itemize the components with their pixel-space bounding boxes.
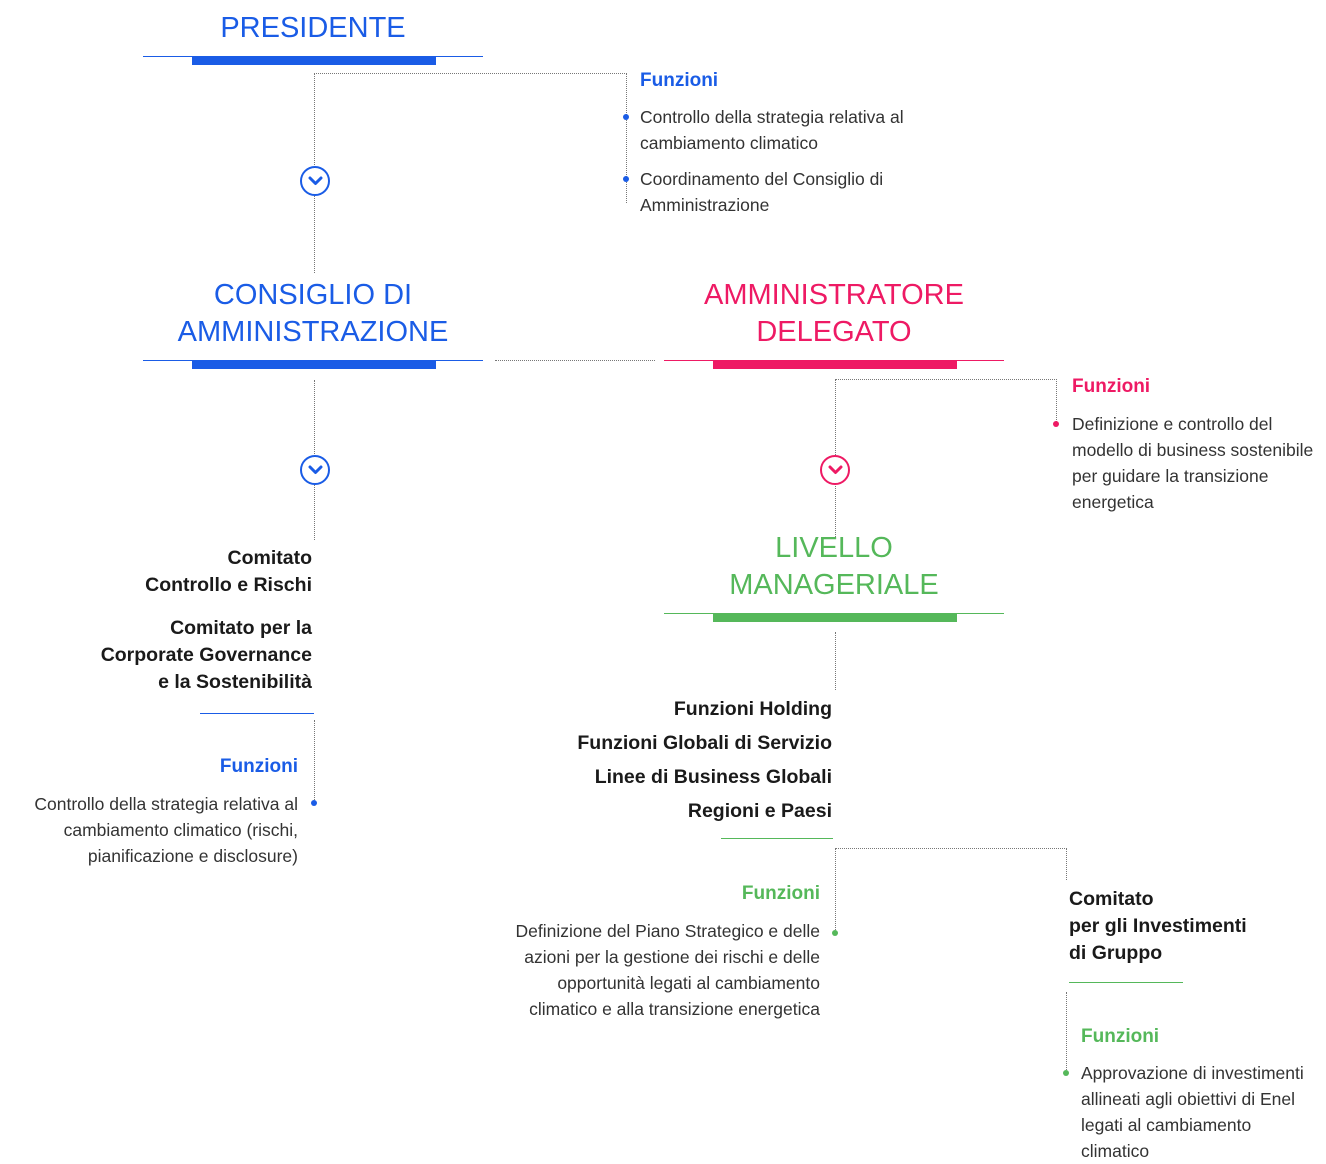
manageriale-title-line2: MANAGERIALE — [729, 569, 939, 601]
unit-funzioni-holding: Funzioni Holding — [673, 698, 832, 720]
connector-presidente-funzioni — [626, 73, 627, 203]
manageriale-title-line1: LIVELLO — [775, 532, 893, 564]
ad-bar — [713, 361, 957, 369]
committee-governance-line1: Comitato per la — [170, 617, 312, 639]
unit-funzioni-globali: Funzioni Globali di Servizio — [577, 732, 832, 754]
ad-funzioni-text: Definizione e controllo del modello di b… — [1072, 414, 1314, 512]
committee-investimenti-line1: Comitato — [1069, 888, 1154, 910]
connector-units-funzioni — [835, 848, 836, 930]
consiglio-rule — [143, 360, 483, 361]
consiglio-title-line2: AMMINISTRAZIONE — [177, 316, 449, 348]
presidente-title: PRESIDENTE — [220, 12, 406, 44]
chevron-down-icon — [300, 455, 330, 485]
ad-title-line2: DELEGATO — [756, 316, 912, 348]
manageriale-rule — [664, 613, 1004, 614]
unit-regioni-paesi: Regioni e Paesi — [687, 800, 832, 822]
committee-investimenti-funzioni-text: Approvazione di investimenti allineati a… — [1081, 1063, 1304, 1161]
presidente-funzione-1: Controllo della strategia relativa al ca… — [640, 107, 904, 153]
connector-ad-funzioni — [1056, 379, 1057, 424]
manageriale-funzioni-heading: Funzioni — [741, 883, 820, 904]
chevron-down-icon — [300, 166, 330, 196]
unit-linee-business: Linee di Business Globali — [594, 766, 832, 788]
presidente-bar — [192, 57, 436, 65]
committee-investimenti-rule — [1069, 982, 1183, 983]
bullet-dot — [311, 800, 317, 806]
bullet-dot — [1053, 421, 1059, 427]
committee-investimenti-line3: di Gruppo — [1069, 942, 1163, 964]
bullet-dot — [623, 176, 629, 182]
consiglio-bar — [192, 361, 436, 369]
connector-consiglio-ad — [495, 360, 655, 361]
bullet-dot — [832, 930, 838, 936]
connector-ad-right — [835, 379, 1057, 380]
consiglio-funzioni-text: Controllo della strategia relativa al ca… — [34, 794, 298, 866]
connector-units-committee — [835, 848, 1067, 849]
presidente-funzioni-heading: Funzioni — [640, 70, 719, 91]
committee-governance-line2: Corporate Governance — [100, 644, 312, 666]
ad-rule — [664, 360, 1004, 361]
connector-presidente-right — [314, 73, 627, 74]
presidente-funzione-2: Coordinamento del Consiglio di Amministr… — [640, 169, 884, 215]
committee-investimenti-line2: per gli Investimenti — [1069, 915, 1247, 937]
committee-investimenti-funzioni-heading: Funzioni — [1081, 1026, 1160, 1047]
connector-committee-down — [1066, 848, 1067, 880]
bullet-dot — [623, 114, 629, 120]
manageriale-units-rule — [721, 838, 833, 839]
committee-governance-line3: e la Sostenibilità — [158, 671, 312, 693]
manageriale-bar — [713, 614, 957, 622]
committee-controllo-rischi-line2: Controllo e Rischi — [145, 574, 312, 596]
bullet-dot — [1063, 1070, 1069, 1076]
manageriale-funzioni-text: Definizione del Piano Strategico e delle… — [515, 921, 821, 1019]
chevron-down-icon — [820, 455, 850, 485]
consiglio-title-line1: CONSIGLIO DI — [213, 279, 413, 311]
ad-funzioni-heading: Funzioni — [1072, 376, 1151, 397]
ad-title-line1: AMMINISTRATORE — [704, 279, 964, 311]
connector-manageriale-down — [835, 632, 836, 690]
consiglio-committees-rule — [200, 713, 314, 714]
presidente-rule — [143, 56, 483, 57]
committee-controllo-rischi-line1: Comitato — [227, 547, 313, 569]
connector-committee-funzioni — [1066, 992, 1067, 1072]
connector-committees-funzioni — [314, 720, 315, 800]
consiglio-funzioni-heading: Funzioni — [219, 756, 298, 777]
